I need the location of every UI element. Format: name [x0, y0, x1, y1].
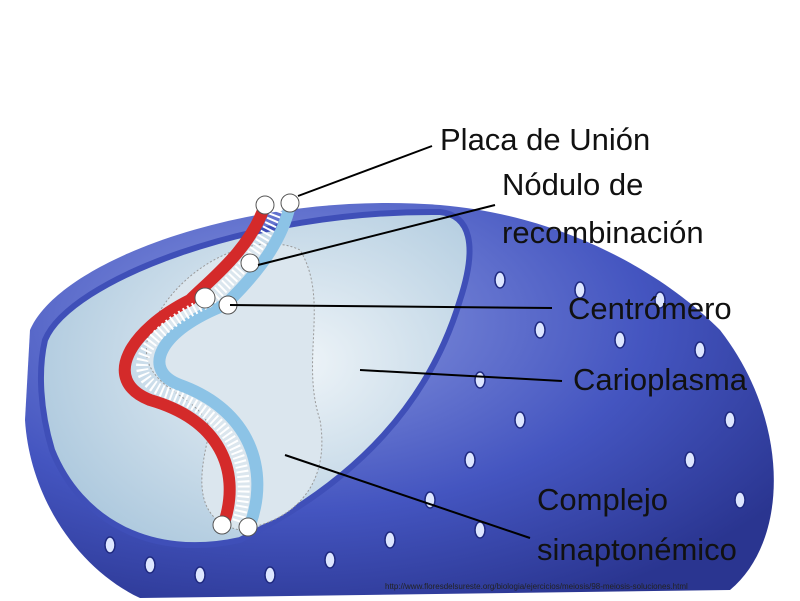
label-complejo-line1: Complejo	[537, 482, 668, 517]
leader-lines	[229, 145, 563, 539]
homolog-blue	[153, 203, 296, 528]
nuclear-pores	[104, 271, 746, 584]
homolog-red	[118, 202, 271, 522]
label-carioplasma: Carioplasma	[573, 362, 748, 397]
label-placa-de-union: Placa de Unión	[440, 122, 651, 157]
label-centromero: Centrómero	[568, 291, 732, 326]
label-nodulo-line2: recombinación	[502, 215, 704, 250]
source-url: http://www.floresdelsureste.org/biologia…	[385, 582, 688, 591]
label-nodulo-line1: Nódulo de	[502, 167, 644, 202]
label-complejo-line2: sinaptonémico	[537, 532, 737, 567]
recombination-nodules	[194, 193, 300, 537]
